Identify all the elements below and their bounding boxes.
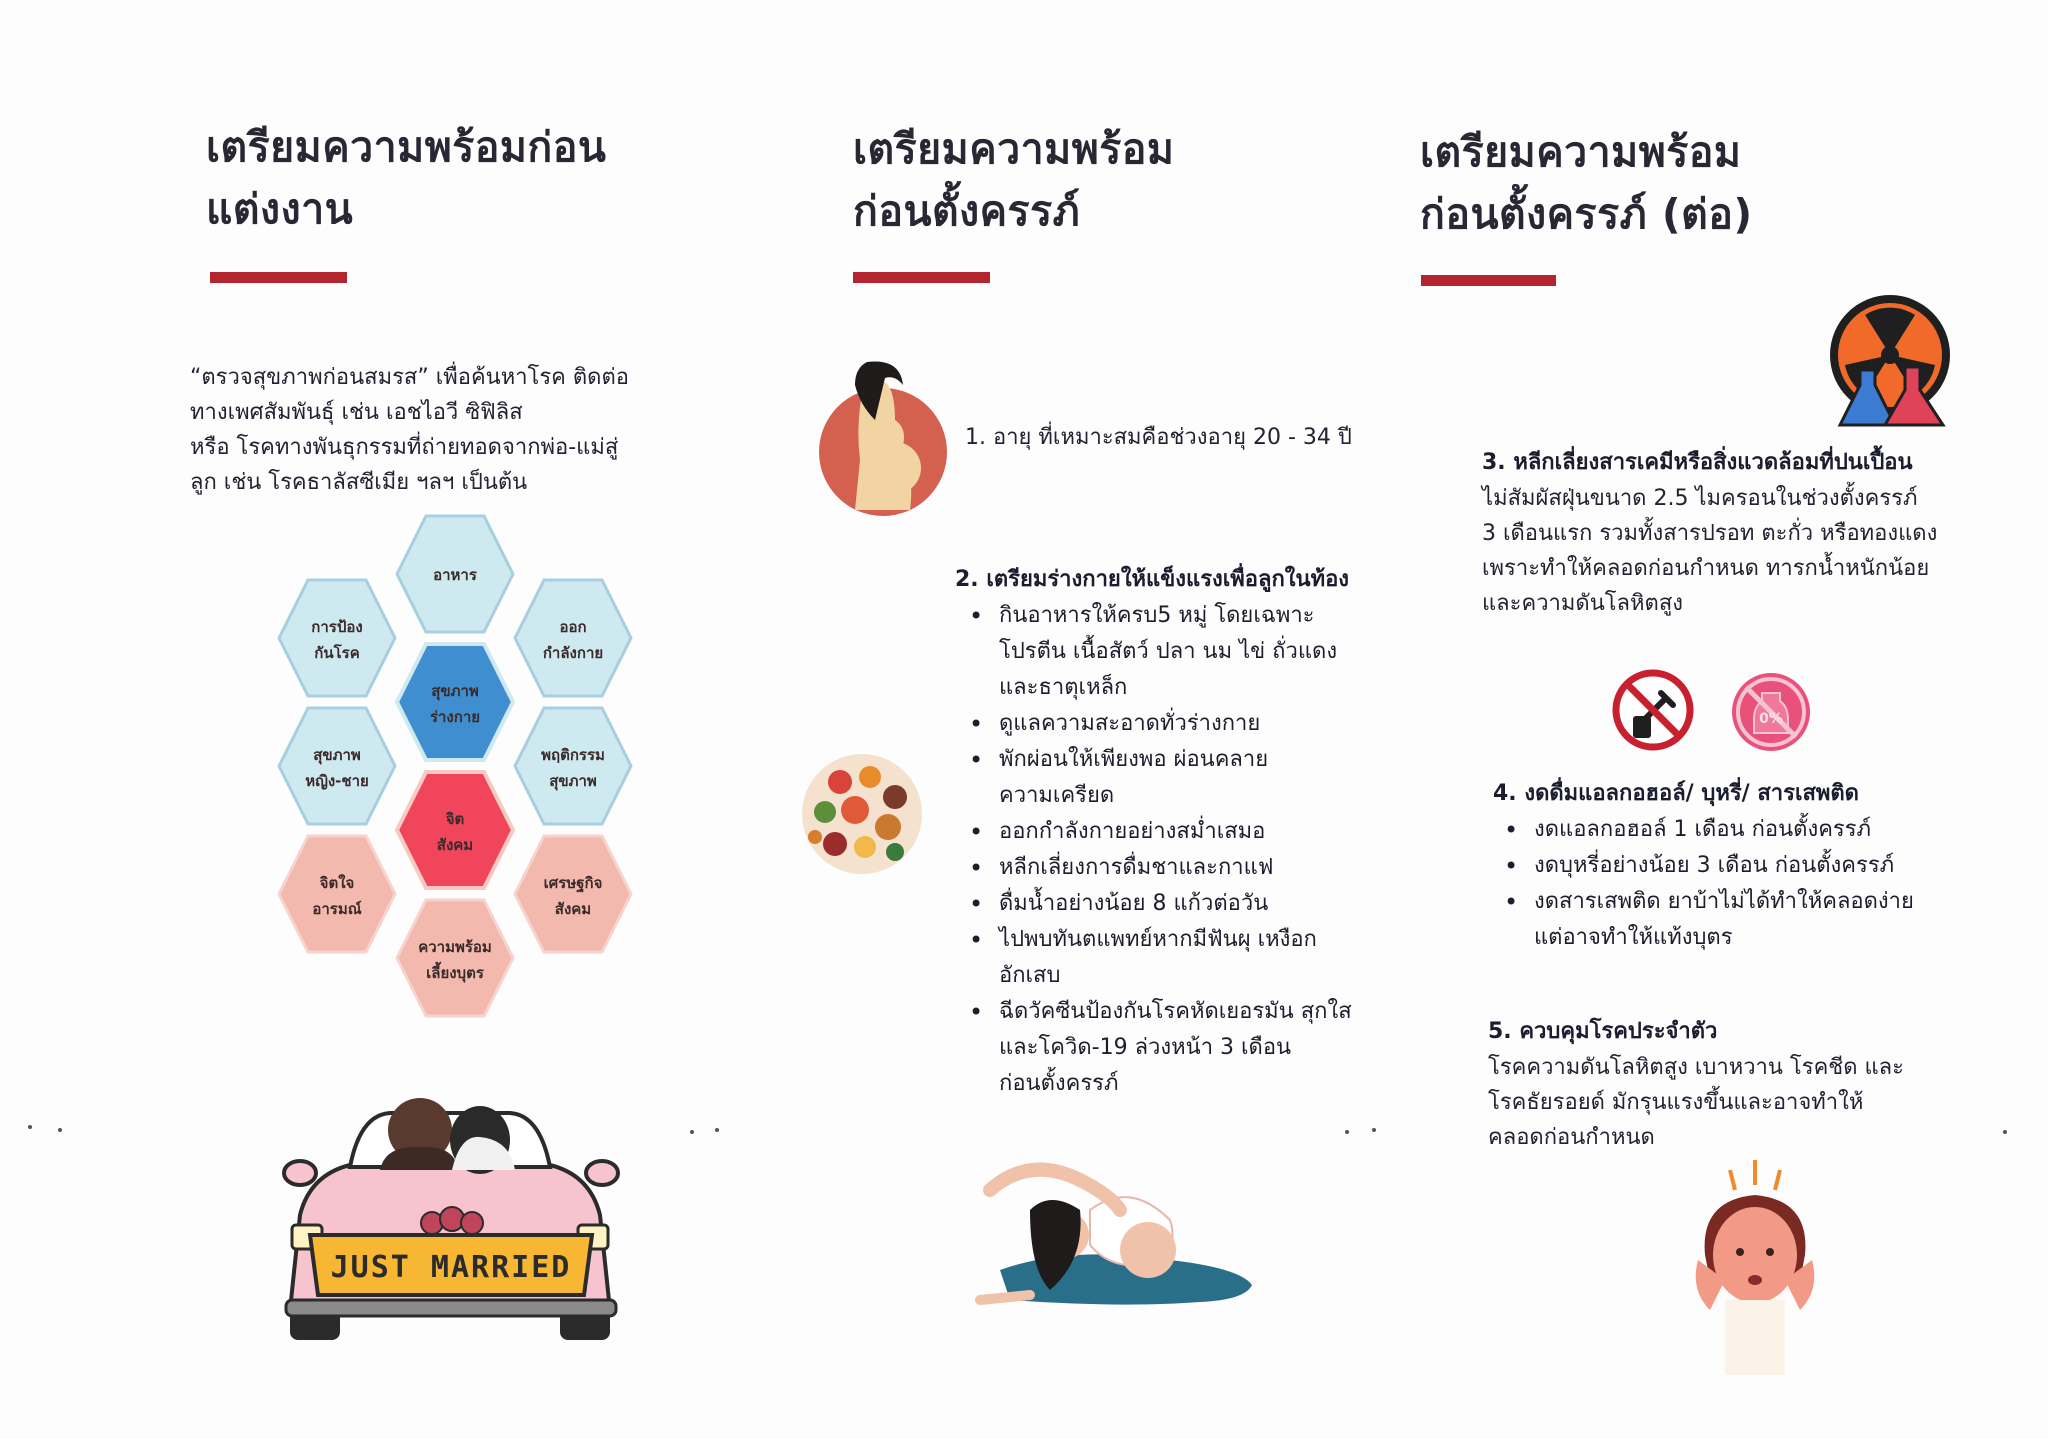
svg-text:สุขภาพ: สุขภาพ xyxy=(313,746,361,765)
scan-speck xyxy=(690,1130,694,1134)
scan-speck xyxy=(58,1128,62,1132)
stressed-woman-illustration xyxy=(1690,1160,1820,1375)
healthy-food-icon xyxy=(800,752,925,877)
scan-speck xyxy=(2003,1130,2007,1134)
scan-speck xyxy=(28,1125,32,1129)
list-item: งดแอลกอฮอล์ 1 เดือน ก่อนตั้งครรภ์ xyxy=(1500,812,1914,848)
pregnant-woman-icon xyxy=(815,360,950,520)
hex-disease-prevention: การป้อง กันโรค xyxy=(277,578,397,698)
readiness-hexagon-diagram: อาหาร การป้อง กันโรค ออก กำลังกาย สุขภาพ… xyxy=(255,512,665,1032)
no-drugs-icon xyxy=(1611,668,1696,753)
hex-exercise: ออก กำลังกาย xyxy=(513,578,633,698)
svg-text:ออก: ออก xyxy=(559,618,586,636)
radiation-chemicals-icon xyxy=(1825,295,1955,430)
column-pregnancy-prep-cont: เตรียมความพร้อม ก่อนตั้งครรภ์ (ต่อ) 3. ห… xyxy=(1400,0,2048,1439)
hex-health-behavior: พฤติกรรม สุขภาพ xyxy=(513,706,633,826)
zero-percent-label: 0% xyxy=(1759,711,1783,727)
hex-emotional: จิตใจ อารมณ์ xyxy=(277,834,397,954)
scan-speck xyxy=(1372,1128,1376,1132)
item-1-age: 1. อายุ ที่เหมาะสมคือช่วงอายุ 20 - 34 ปี xyxy=(965,425,1352,450)
item-3-body: ไม่สัมผัสฝุ่นขนาด 2.5 ไมครอนในช่วงตั้งคร… xyxy=(1482,486,1938,616)
svg-text:จิตใจ: จิตใจ xyxy=(319,874,354,892)
svg-text:พฤติกรรม: พฤติกรรม xyxy=(541,746,605,764)
heading-underline xyxy=(1421,275,1556,286)
list-item: ฉีดวัคซีนป้องกันโรคหัดเยอรมัน สุกใส และโ… xyxy=(965,994,1352,1102)
svg-text:เลี้ยงบุตร: เลี้ยงบุตร xyxy=(426,961,485,983)
item-5-body: โรคความดันโลหิตสูง เบาหวาน โรคชีด และ โร… xyxy=(1488,1055,1904,1150)
list-item: ออกกำลังกายอย่างสม่ำเสมอ xyxy=(965,814,1352,850)
hex-psychosocial: จิต สังคม xyxy=(395,770,515,890)
hex-food: อาหาร xyxy=(395,514,515,634)
list-item: พักผ่อนให้เพียงพอ ผ่อนคลาย ความเครียด xyxy=(965,742,1352,814)
hex-socioeconomic: เศรษฐกิจ สังคม xyxy=(513,834,633,954)
item-4-bullet-list: งดแอลกอฮอล์ 1 เดือน ก่อนตั้งครรภ์ งดบุหร… xyxy=(1500,812,1914,956)
svg-text:การป้อง: การป้อง xyxy=(311,618,362,636)
list-item: กินอาหารให้ครบ5 หมู่ โดยเฉพาะ โปรตีน เนื… xyxy=(965,598,1352,706)
svg-text:สุขภาพ: สุขภาพ xyxy=(549,772,597,791)
column-marriage-prep: เตรียมความพร้อมก่อน แต่งงาน “ตรวจสุขภาพก… xyxy=(0,0,700,1439)
svg-text:กันโรค: กันโรค xyxy=(314,643,359,662)
heading-marriage-prep: เตรียมความพร้อมก่อน แต่งงาน xyxy=(206,123,607,233)
svg-text:สุขภาพ: สุขภาพ xyxy=(431,682,479,701)
hex-physical-health: สุขภาพ ร่างกาย xyxy=(395,642,515,762)
item-4-title: 4. งดดื่มแอลกอฮอล์/ บุหรี่/ สารเสพติด xyxy=(1493,781,1859,806)
just-married-car-illustration: JUST MARRIED xyxy=(280,1095,620,1345)
scan-speck xyxy=(715,1128,719,1132)
list-item: ไปพบทันตแพทย์หากมีฟันผุ เหงือก อักเสบ xyxy=(965,922,1352,994)
hex-parenting-readiness: ความพร้อม เลี้ยงบุตร xyxy=(395,898,515,1018)
list-item: หลีกเลี่ยงการดื่มชาและกาแฟ xyxy=(965,850,1352,886)
scan-speck xyxy=(1345,1130,1349,1134)
just-married-banner-text: JUST MARRIED xyxy=(331,1250,572,1285)
svg-text:สังคม: สังคม xyxy=(437,836,473,854)
svg-text:หญิง-ชาย: หญิง-ชาย xyxy=(305,772,369,790)
item-2-title: 2. เตรียมร่างกายให้แข็งแรงเพื่อลูกในท้อง xyxy=(955,567,1350,592)
svg-text:กำลังกาย: กำลังกาย xyxy=(543,644,603,662)
prenatal-yoga-illustration xyxy=(970,1150,1270,1320)
item-3-title: 3. หลีกเลี่ยงสารเคมีหรือสิ่งแวดล้อมที่ปน… xyxy=(1482,450,1913,475)
list-item: งดสารเสพติด ยาบ้าไม่ได้ทำให้คลอดง่าย แต่… xyxy=(1500,884,1914,956)
heading-underline xyxy=(210,272,347,283)
hex-gender-health: สุขภาพ หญิง-ชาย xyxy=(277,706,397,826)
svg-text:อาหาร: อาหาร xyxy=(433,566,478,584)
svg-text:สังคม: สังคม xyxy=(555,900,591,918)
svg-text:ร่างกาย: ร่างกาย xyxy=(430,708,480,726)
heading-underline xyxy=(853,272,990,283)
premarital-checkup-text: “ตรวจสุขภาพก่อนสมรส” เพื่อค้นหาโรค ติดต่… xyxy=(190,365,629,495)
list-item: ดื่มน้ำอย่างน้อย 8 แก้วต่อวัน xyxy=(965,886,1352,922)
svg-text:อารมณ์: อารมณ์ xyxy=(312,900,361,918)
list-item: งดบุหรี่อย่างน้อย 3 เดือน ก่อนตั้งครรภ์ xyxy=(1500,848,1914,884)
heading-pregnancy-prep-cont: เตรียมความพร้อม ก่อนตั้งครรภ์ (ต่อ) xyxy=(1420,128,1753,238)
svg-text:ความพร้อม: ความพร้อม xyxy=(418,938,492,956)
column-pregnancy-prep: เตรียมความพร้อม ก่อนตั้งครรภ์ 1. อายุ ที… xyxy=(700,0,1400,1439)
svg-text:จิต: จิต xyxy=(446,810,465,828)
svg-text:เศรษฐกิจ: เศรษฐกิจ xyxy=(544,874,603,893)
item-2-bullet-list: กินอาหารให้ครบ5 หมู่ โดยเฉพาะ โปรตีน เนื… xyxy=(965,598,1352,1102)
no-alcohol-icon: 0% xyxy=(1730,671,1812,753)
item-5-title: 5. ควบคุมโรคประจำตัว xyxy=(1488,1019,1718,1044)
heading-pregnancy-prep: เตรียมความพร้อม ก่อนตั้งครรภ์ xyxy=(853,125,1175,235)
list-item: ดูแลความสะอาดทั่วร่างกาย xyxy=(965,706,1352,742)
